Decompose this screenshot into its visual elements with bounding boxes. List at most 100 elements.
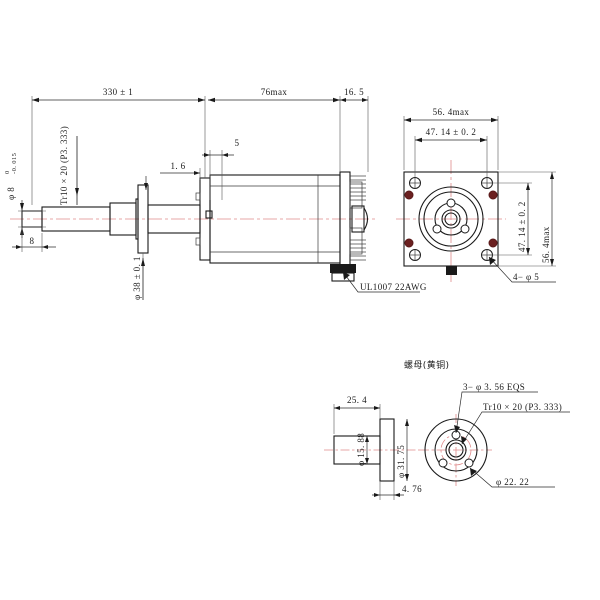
arrow-mount-holes <box>489 257 496 265</box>
leader-bolt-circle <box>469 467 555 488</box>
arrow-254-right <box>374 406 380 410</box>
dim-flange-thickness: 4. 76 <box>402 484 422 494</box>
mount-hole-tl <box>409 177 421 189</box>
label-wire-spec: UL1007 22AWG <box>360 282 427 292</box>
dim-330: 330 ± 1 <box>103 87 133 97</box>
arrow-nut-thread <box>461 436 467 444</box>
dim-flange-dia: φ 38 ± 0. 1 <box>132 256 142 300</box>
arrow-nut-holes <box>454 425 460 433</box>
nut-flange-circle <box>424 418 488 482</box>
arrow-8-right <box>42 245 48 249</box>
rear-detail-bottom <box>349 227 363 255</box>
nut-flange-side <box>379 418 395 482</box>
dim-outer-height: 56. 4max <box>541 226 551 263</box>
dim-thread-spec: Tr10 × 20 (P3. 333) <box>59 126 69 205</box>
arrow-phi38 <box>141 258 145 266</box>
dim-76max: 76max <box>261 87 288 97</box>
arrow-5-left <box>204 153 210 157</box>
nut-detail-caption: 螺母(黄铜) <box>404 359 449 371</box>
dim-shaft-tol-lower: -0. 015 <box>11 153 18 174</box>
label-nut-hole-pattern: 3− φ 3. 56 EQS <box>463 382 525 392</box>
dim-bolt-pitch-v: 47. 14 ± 0. 2 <box>517 201 527 252</box>
arrow-4714v-top <box>526 183 530 190</box>
leader-mount-holes <box>488 256 556 283</box>
rear-connector-cap <box>363 207 369 231</box>
dim-16-5: 16. 5 <box>344 87 364 97</box>
dim-1-6: 1. 6 <box>170 161 185 171</box>
arrow-330-right <box>198 97 205 103</box>
dim-bolt-pitch-h: 47. 14 ± 0. 2 <box>426 127 477 137</box>
arrow-bolt-circle <box>470 468 477 476</box>
arrow-3175-top <box>405 419 409 426</box>
arrow-1588-top <box>365 436 369 442</box>
arrow-56-left <box>404 117 411 123</box>
leader-nut-holes <box>455 391 538 434</box>
arrow-56-right <box>491 117 498 123</box>
dim-5: 5 <box>235 138 240 148</box>
arrow-3175-bot <box>405 474 409 481</box>
corner-pad-br <box>488 238 498 248</box>
nut-detail-group: 螺母(黄铜) 25. 4 φ 31. 75 φ 15. 88 4. 76 <box>324 359 570 500</box>
side-view-group: 330 ± 1 76max 16. 5 5 1. 6 Tr10 × 20 (P3… <box>4 87 427 300</box>
boss-hole-left <box>432 224 442 234</box>
label-bolt-circle: φ 22. 22 <box>496 477 529 487</box>
mount-hole-bl <box>409 249 421 261</box>
front-plate-notch-bottom <box>195 237 201 246</box>
corner-pad-tl <box>404 190 414 200</box>
arrow-56v-top <box>550 172 554 179</box>
arrow-thread <box>75 188 79 196</box>
arrow-wire-callout <box>343 272 350 280</box>
arrow-330-left <box>32 97 39 103</box>
arrow-8-left <box>16 245 22 249</box>
nut-thread-inner <box>448 442 464 458</box>
arrow-476-left <box>374 493 380 497</box>
rear-fins <box>350 175 366 261</box>
arrow-1-6-down <box>144 183 148 190</box>
shaft-bore-inner <box>444 212 458 226</box>
arrow-76-right <box>333 97 340 103</box>
shaft-bore-outer <box>441 209 461 229</box>
dim-8: 8 <box>30 236 35 246</box>
front-plate-notch-top <box>195 192 201 201</box>
boss-hole-right <box>460 224 470 234</box>
arrow-4714-right <box>480 137 487 143</box>
bottom-connector-block <box>330 264 356 273</box>
corner-pad-tr <box>488 190 498 200</box>
arrow-phi8-top <box>20 203 24 211</box>
arrow-4714v-bot <box>526 248 530 255</box>
leader-wire-callout <box>342 271 420 293</box>
rear-connector-body <box>351 205 365 233</box>
arrow-76-left <box>208 97 215 103</box>
arrow-1-6 <box>194 171 200 175</box>
arrow-165-left <box>340 98 346 102</box>
arrow-165-right <box>362 98 368 102</box>
front-view-group: 56. 4max 47. 14 ± 0. 2 47. 14 ± 0. 2 56.… <box>396 107 556 283</box>
boss-mid-circle <box>423 191 479 247</box>
dim-nut-body-dia: φ 15. 88 <box>356 433 366 466</box>
boss-hole-top <box>446 198 456 208</box>
nut-hole-right <box>464 458 474 468</box>
label-nut-thread-spec: Tr10 × 20 (P3. 333) <box>483 402 562 412</box>
boss-outer-circle <box>418 186 484 252</box>
bottom-connector-shell <box>331 272 355 282</box>
rear-detail-top <box>349 181 363 209</box>
arrow-56v-bot <box>550 259 554 266</box>
corner-pad-bl <box>404 238 414 248</box>
front-boss <box>205 210 213 219</box>
arrow-254-left <box>334 406 340 410</box>
nut-hole-left <box>438 458 448 468</box>
label-mount-holes: 4− φ 5 <box>513 272 539 282</box>
leader-nut-thread <box>461 411 570 445</box>
dim-nut-length: 25. 4 <box>347 395 367 405</box>
front-bottom-connector <box>446 266 457 275</box>
dim-nut-flange-dia: φ 31. 75 <box>396 445 406 478</box>
arrow-4714-left <box>415 137 422 143</box>
dim-shaft-dia: φ 8 <box>6 187 16 200</box>
arrow-1588-bot <box>365 458 369 464</box>
arrow-476-right <box>394 493 400 497</box>
dim-shaft-tol-upper: 0 <box>4 170 11 174</box>
dim-outer-width: 56. 4max <box>433 107 470 117</box>
arrow-5-right <box>222 153 228 157</box>
